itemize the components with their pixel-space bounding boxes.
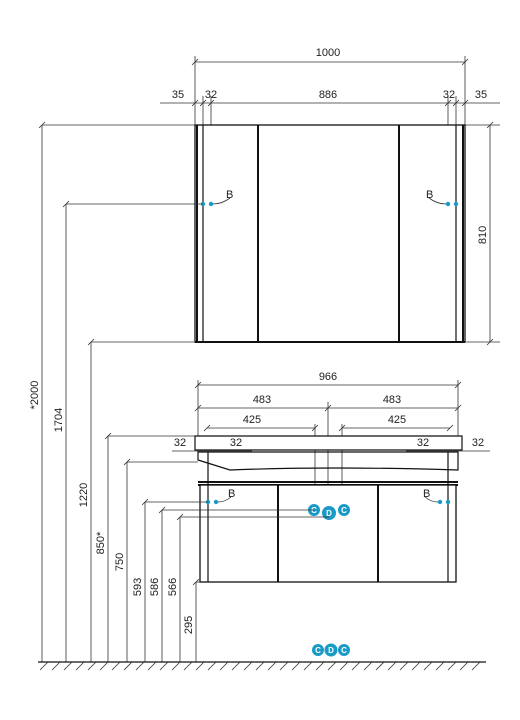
height-dimensions [38, 121, 329, 662]
label-b-cabinet-right: B [426, 189, 433, 201]
label-b-vanity-left: B [228, 488, 235, 500]
svg-text:C: C [341, 646, 347, 655]
label-32-vanity-a: 32 [174, 437, 186, 449]
label-b-vanity-right: B [423, 488, 430, 500]
label-566: 566 [167, 578, 179, 596]
svg-text:D: D [326, 509, 332, 518]
label-1000: 1000 [316, 47, 340, 59]
svg-text:C: C [341, 506, 347, 515]
vanity-body [199, 484, 457, 583]
label-35-left: 35 [172, 89, 184, 101]
badge-d: D [322, 506, 336, 520]
floor-line [38, 661, 486, 671]
badge-c-right: C [338, 504, 350, 516]
label-1220: 1220 [78, 483, 90, 507]
basin-bowl [197, 451, 459, 471]
label-1704: 1704 [53, 408, 65, 432]
label-32-vanity-d: 32 [472, 437, 484, 449]
label-32-vanity-b: 32 [230, 437, 242, 449]
vanity-unit: C D C [172, 380, 490, 583]
vanity-connection-right-2 [445, 499, 451, 505]
label-966: 966 [319, 371, 337, 383]
vanity-connection-right [437, 499, 443, 505]
svg-text:D: D [328, 646, 334, 655]
svg-text:C: C [315, 646, 321, 655]
label-295: 295 [183, 616, 195, 634]
floor-badge-d: D [324, 643, 338, 657]
label-425-right: 425 [388, 414, 406, 426]
cabinet-outline [194, 124, 466, 343]
connection-point-right [445, 201, 451, 207]
label-593: 593 [132, 578, 144, 596]
label-750: 750 [114, 553, 126, 571]
label-425-left: 425 [243, 414, 261, 426]
label-886: 886 [319, 89, 337, 101]
label-32-vanity-c: 32 [417, 437, 429, 449]
floor-badge-c-left: C [312, 644, 324, 656]
svg-text:C: C [311, 506, 317, 515]
label-35-right: 35 [475, 89, 487, 101]
connection-point-left-2 [208, 201, 214, 207]
floor-badges: C D C [312, 643, 350, 657]
floor-badge-c-right: C [338, 644, 350, 656]
label-586: 586 [149, 578, 161, 596]
label-483-left: 483 [253, 394, 271, 406]
label-850: 850* [95, 531, 107, 554]
connection-point-right-2 [453, 201, 459, 207]
label-2000: *2000 [29, 381, 41, 410]
vanity-connection-left-2 [213, 499, 219, 505]
label-32-left: 32 [205, 89, 217, 101]
mirror-cabinet [160, 56, 500, 346]
label-b-cabinet-left: B [226, 189, 233, 201]
label-483-right: 483 [383, 394, 401, 406]
basin-top [194, 435, 463, 451]
label-810: 810 [477, 226, 489, 244]
label-32-right: 32 [443, 89, 455, 101]
